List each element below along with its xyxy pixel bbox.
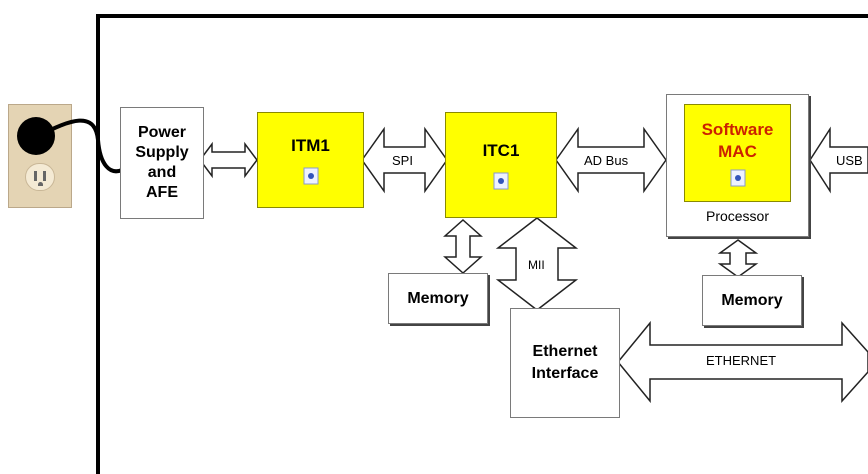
- memory-block-itc: Memory: [388, 273, 488, 324]
- mii-label: MII: [528, 258, 545, 272]
- ethernet-interface-block: Ethernet Interface: [510, 308, 620, 418]
- chip-icon: [303, 167, 318, 185]
- itm1-label: ITM1: [291, 136, 330, 155]
- usb-label: USB: [836, 153, 863, 168]
- connection-arrows: [17, 117, 868, 404]
- power-supply-line1: Power: [137, 124, 186, 141]
- arrow-power-itm1: [199, 141, 258, 179]
- chip-icon: [730, 169, 745, 187]
- itc1-block: ITC1: [445, 112, 557, 218]
- power-supply-line3: and: [147, 164, 177, 181]
- software-mac-block: Software MAC: [684, 104, 791, 202]
- processor-block: Software MAC Processor: [666, 94, 809, 237]
- power-cord: [39, 118, 123, 174]
- ethernet-label: ETHERNET: [706, 353, 777, 368]
- chip-icon: [493, 172, 509, 190]
- outlet-socket-bottom: [25, 163, 55, 191]
- ethernet-interface-line2: Interface: [531, 365, 599, 382]
- power-supply-line4: AFE: [146, 184, 178, 201]
- memory-label: Memory: [407, 289, 469, 307]
- spi-label: SPI: [392, 153, 413, 168]
- arrow-itc-memory: [443, 218, 483, 275]
- power-supply-afe-block: Power Supply and AFE: [120, 107, 204, 219]
- system-boundary: [96, 14, 868, 474]
- itm1-block: ITM1: [257, 112, 364, 208]
- arrow-ethernet: [617, 320, 868, 404]
- itc1-label: ITC1: [482, 141, 520, 160]
- memory-block-processor: Memory: [702, 275, 802, 326]
- ad-bus-label: AD Bus: [584, 153, 629, 168]
- ethernet-interface-line1: Ethernet: [532, 343, 598, 360]
- power-plug: [17, 117, 55, 155]
- memory-label: Memory: [721, 291, 783, 309]
- processor-label: Processor: [705, 208, 770, 224]
- arrow-proc-memory: [717, 239, 759, 278]
- software-mac-line1: Software: [701, 120, 774, 139]
- arrow-usb: [809, 126, 868, 194]
- power-supply-line2: Supply: [135, 144, 189, 161]
- software-mac-line2: MAC: [718, 142, 757, 161]
